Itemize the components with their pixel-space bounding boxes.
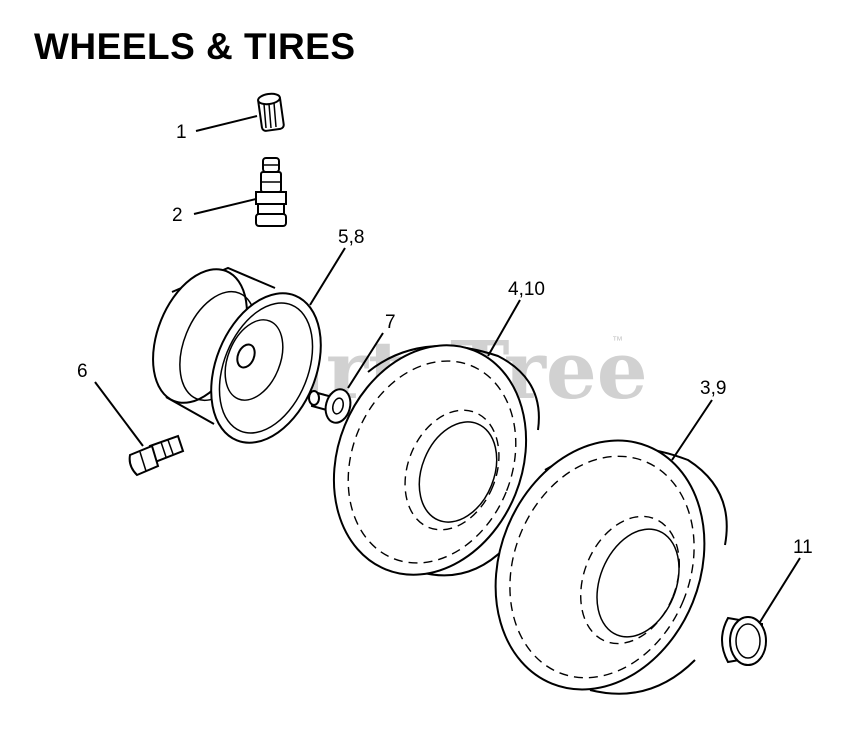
front-tire-icon[interactable] bbox=[300, 316, 559, 604]
valve-stem-icon[interactable] bbox=[255, 157, 287, 227]
leader-line-7 bbox=[347, 332, 384, 389]
callout-label-4-10: 4,10 bbox=[508, 279, 545, 300]
callout-label-2: 2 bbox=[172, 205, 183, 226]
grease-fitting-icon[interactable] bbox=[128, 434, 185, 477]
wheel-rim-icon[interactable] bbox=[135, 255, 342, 459]
callout-label-3-9: 3,9 bbox=[700, 378, 726, 399]
callout-label-1: 1 bbox=[176, 122, 187, 143]
rear-tire-icon[interactable] bbox=[459, 409, 740, 721]
callout-label-5-8: 5,8 bbox=[338, 227, 364, 248]
leader-line-1 bbox=[195, 115, 258, 132]
bushing-icon[interactable] bbox=[308, 386, 354, 425]
hub-cap-icon[interactable] bbox=[721, 616, 767, 666]
callout-label-6: 6 bbox=[77, 361, 88, 382]
watermark-trademark: ™ bbox=[612, 335, 623, 347]
leader-line-3-9 bbox=[671, 399, 713, 461]
callout-label-7: 7 bbox=[385, 312, 396, 333]
callout-label-11: 11 bbox=[793, 537, 813, 558]
leader-line-11 bbox=[759, 557, 801, 623]
leader-line-5-8 bbox=[309, 247, 346, 306]
leader-line-2 bbox=[193, 198, 257, 215]
leader-line-4-10 bbox=[487, 299, 521, 357]
valve-cap-icon[interactable] bbox=[257, 92, 285, 132]
leader-line-6 bbox=[94, 381, 144, 447]
diagram-title: WHEELS & TIRES bbox=[34, 26, 356, 67]
